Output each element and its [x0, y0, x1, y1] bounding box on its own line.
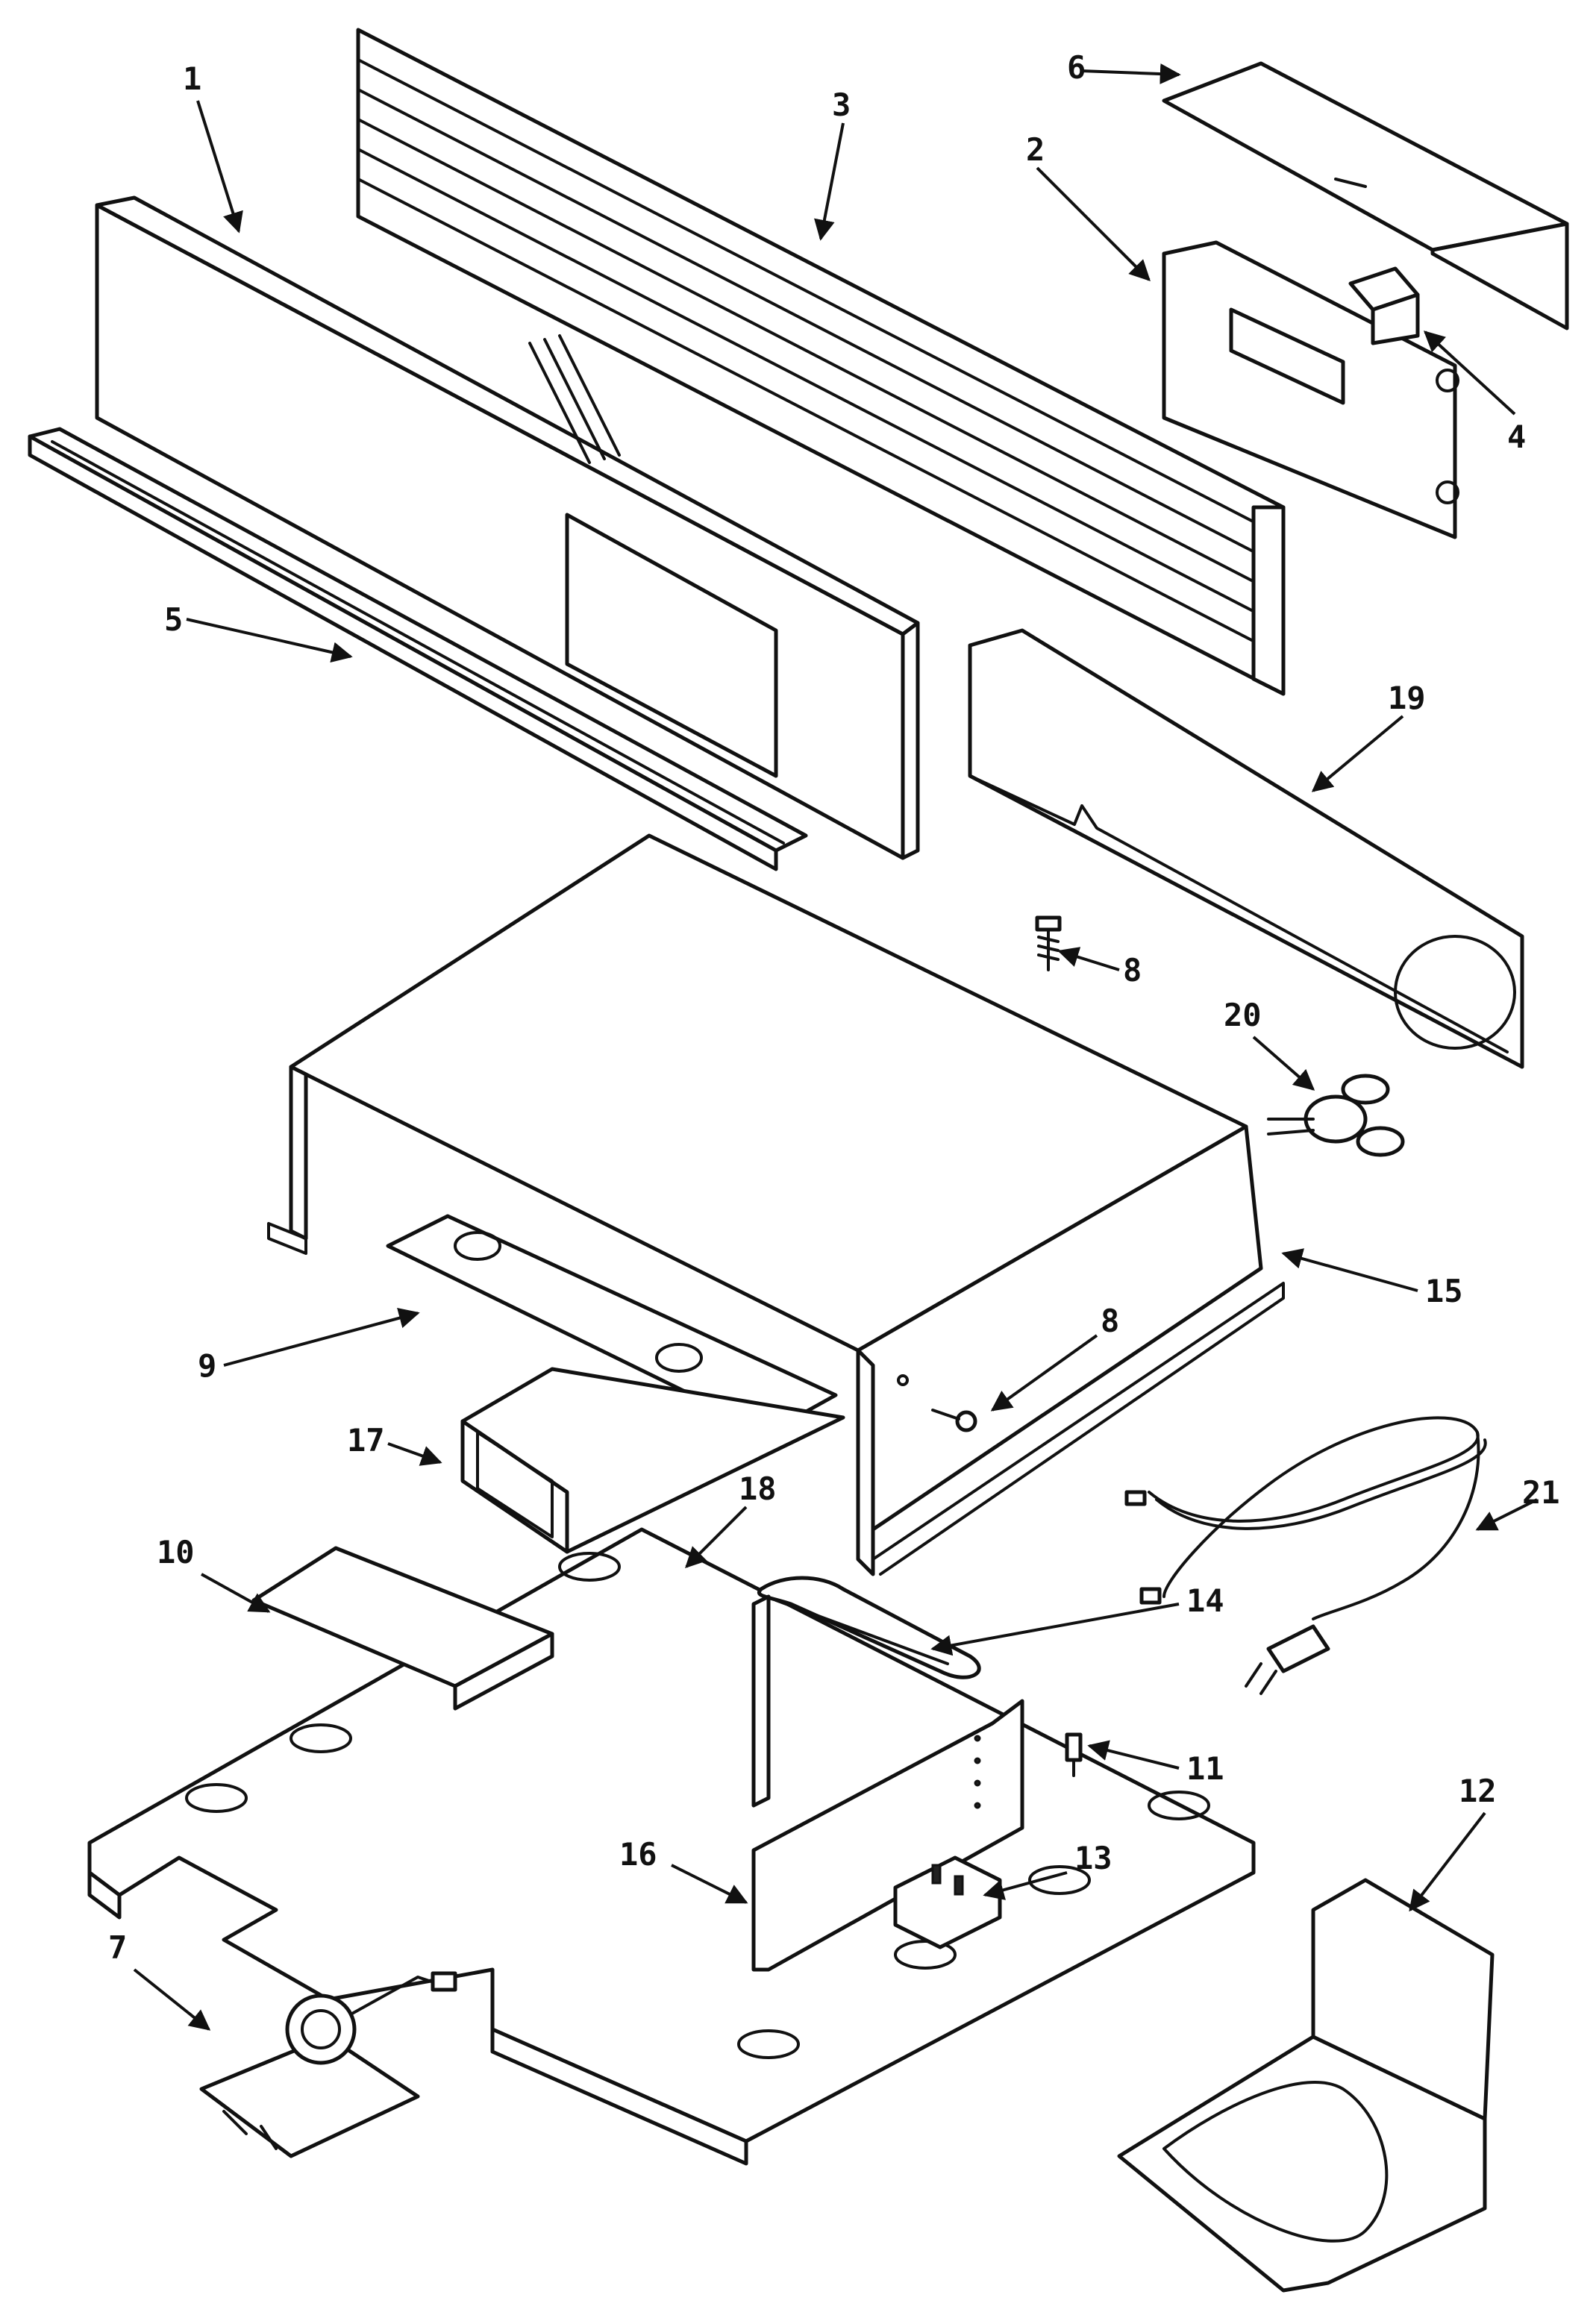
part-duct-cover: [386, 1214, 838, 1435]
callout-15: 15: [1425, 1273, 1463, 1309]
callout-8-upper: 8: [1123, 952, 1142, 989]
callout-5: 5: [164, 601, 183, 638]
callout-4: 4: [1507, 419, 1526, 455]
callout-1: 1: [183, 60, 201, 97]
part-fan-motor: [1267, 1074, 1405, 1157]
part-main-housing: [267, 833, 1285, 1576]
part-screw-upper: [1035, 915, 1062, 971]
part-duct: [460, 1367, 845, 1554]
callout-17: 17: [347, 1422, 385, 1459]
part-base-plate: [87, 1527, 1256, 2166]
callout-9: 9: [198, 1347, 216, 1384]
callout-16: 16: [619, 1836, 657, 1873]
callout-19: 19: [1388, 680, 1426, 716]
part-control-panel-front: [95, 195, 920, 860]
part-terminal: [1065, 1732, 1083, 1777]
part-timer-assembly: [199, 1971, 457, 2158]
callout-10: 10: [157, 1534, 195, 1570]
part-cover-plate: [1162, 61, 1569, 331]
callout-6: 6: [1067, 49, 1086, 86]
callout-13: 13: [1074, 1840, 1112, 1876]
callout-20: 20: [1224, 997, 1262, 1033]
part-drip-tray: [1117, 1878, 1495, 2293]
part-display-bracket: [1162, 240, 1459, 539]
callout-18: 18: [739, 1470, 777, 1507]
part-circuit-board: [751, 1594, 1024, 1972]
callout-14: 14: [1186, 1582, 1224, 1619]
callout-3: 3: [832, 87, 851, 123]
callout-2: 2: [1026, 131, 1045, 168]
callout-11: 11: [1186, 1750, 1224, 1787]
part-clip: [1348, 266, 1420, 345]
part-screw-lower: [931, 1409, 977, 1432]
part-rear-bracket: [968, 628, 1524, 1069]
callout-21: 21: [1522, 1474, 1560, 1511]
part-power-cord: [1124, 1416, 1487, 1695]
callout-labels: 1 2 3 4 5 6 7 8 8 9 10 11 12 13 14 15 16…: [108, 49, 1560, 1966]
callout-8-lower: 8: [1101, 1303, 1119, 1339]
callout-7: 7: [108, 1929, 127, 1966]
part-terminal-block: [893, 1855, 1002, 1949]
part-shelf-panel: [251, 1546, 554, 1711]
leader-lines: [133, 63, 1538, 2031]
callout-12: 12: [1459, 1773, 1497, 1809]
part-vent-grille: [356, 28, 1286, 696]
part-trim-strip: [28, 427, 808, 871]
